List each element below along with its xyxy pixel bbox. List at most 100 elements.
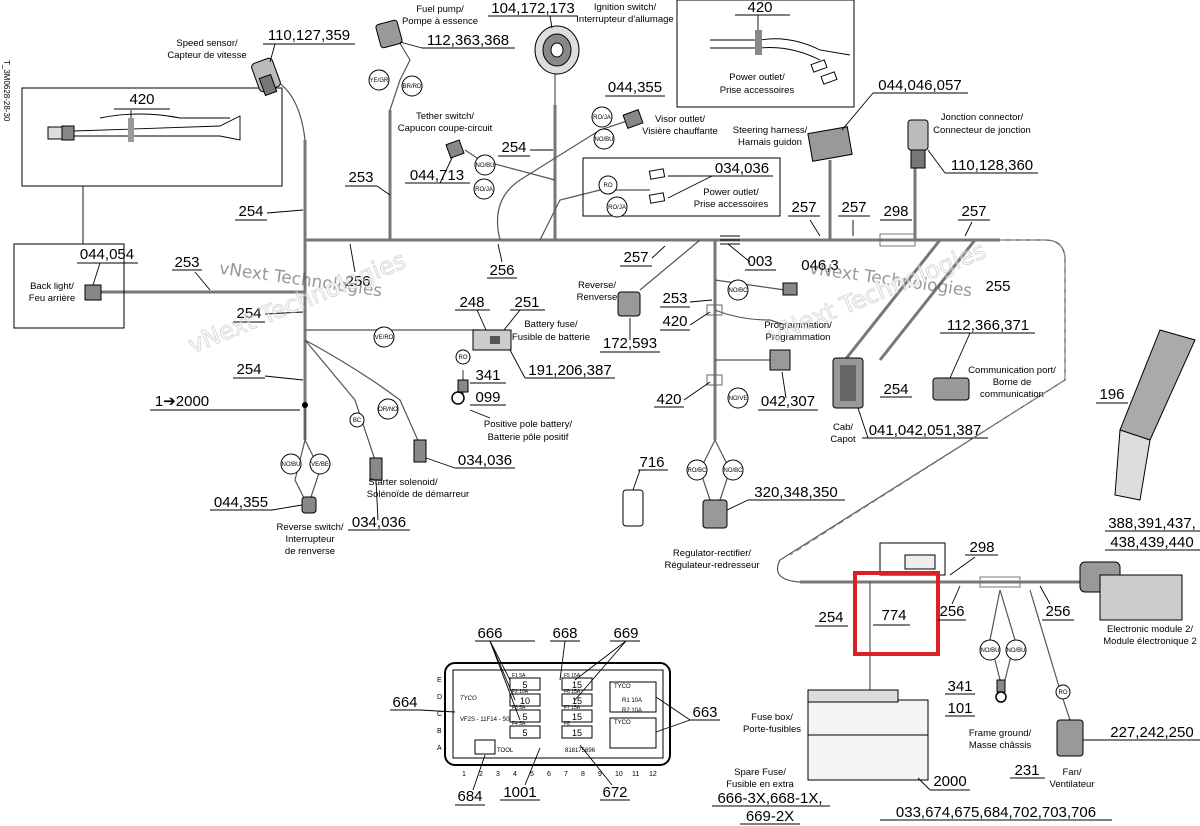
fuse-value: 15: [572, 728, 582, 738]
cab-connector: Cab/ Capot 041,042,051,387: [830, 357, 988, 445]
svg-text:666: 666: [477, 625, 502, 642]
svg-text:Interrupteur d'allumage: Interrupteur d'allumage: [576, 14, 673, 25]
svg-text:Ventilateur: Ventilateur: [1050, 779, 1095, 790]
fuse-slot: F2 10A: [512, 689, 529, 695]
reverse-switch: NO/BU VE/BE 044,355 Reverse switch/ Inte…: [210, 453, 344, 557]
svg-text:Programmation/: Programmation/: [764, 320, 832, 331]
fuse-col-label: 5: [530, 771, 534, 778]
fuse-774-area: 774: [853, 542, 946, 656]
svg-text:RO/BC: RO/BC: [687, 468, 707, 474]
svg-text:Spare Fuse/: Spare Fuse/: [734, 767, 786, 778]
svg-text:104,172,173: 104,172,173: [491, 0, 574, 17]
svg-text:Programmation: Programmation: [766, 332, 831, 343]
svg-text:254: 254: [883, 381, 908, 398]
fuse-value: 10: [520, 696, 530, 706]
svg-text:420: 420: [662, 313, 687, 330]
svg-text:Module électronique 2: Module électronique 2: [1103, 636, 1196, 647]
fuse-slot: F7 15A: [564, 705, 581, 711]
fuse-value: 15: [572, 680, 582, 690]
fuel-pump: Fuel pump/ Pompe à essence 112,363,368 Y…: [368, 4, 515, 97]
fuse-slot: F1 5A: [512, 673, 526, 679]
ref-420-detail: 420: [129, 91, 154, 108]
svg-text:Régulateur-redresseur: Régulateur-redresseur: [664, 560, 759, 571]
svg-text:Harnais guidon: Harnais guidon: [738, 137, 802, 148]
power-outlet-box: 034,036 Power outlet/ Prise accessoires …: [598, 160, 773, 218]
svg-text:OR/NO: OR/NO: [378, 407, 398, 413]
svg-text:034,036: 034,036: [458, 452, 512, 469]
battery-fuse: 248 251 Battery fuse/ Fusible de batteri…: [373, 294, 615, 379]
svg-text:Feu arrière: Feu arrière: [29, 293, 75, 304]
svg-text:Batterie pôle positif: Batterie pôle positif: [488, 432, 569, 443]
svg-text:Masse châssis: Masse châssis: [969, 740, 1032, 751]
starter-solenoid: BC OR/NO Starter solenoid/ Solénoïde de …: [348, 398, 515, 531]
svg-text:YE/GR: YE/GR: [370, 78, 389, 84]
svg-text:RO/JA: RO/JA: [475, 187, 493, 193]
fuse-value: 15: [572, 696, 582, 706]
svg-text:Interrupteur: Interrupteur: [285, 534, 334, 545]
svg-text:Visor outlet/: Visor outlet/: [655, 114, 705, 125]
svg-text:RO: RO: [1059, 690, 1068, 696]
dashed-boundary: [789, 239, 1066, 556]
svg-text:Battery fuse/: Battery fuse/: [524, 319, 578, 330]
svg-text:046,3: 046,3: [801, 257, 839, 274]
fuse-cell: [509, 693, 541, 707]
highlight-774: [853, 571, 940, 656]
svg-text:256: 256: [1045, 603, 1070, 620]
svg-text:033,674,675,684,702,703,706: 033,674,675,684,702,703,706: [896, 804, 1096, 821]
svg-text:Connecteur de jonction: Connecteur de jonction: [933, 125, 1031, 136]
svg-text:101: 101: [947, 700, 972, 717]
svg-text:044,355: 044,355: [608, 79, 662, 96]
component-716: 716: [622, 454, 668, 527]
svg-text:Fuse box/: Fuse box/: [751, 712, 793, 723]
svg-text:TYCO: TYCO: [614, 684, 631, 690]
svg-text:TOOL: TOOL: [497, 748, 514, 754]
svg-text:TYCO: TYCO: [614, 720, 631, 726]
svg-text:Power outlet/: Power outlet/: [729, 72, 785, 83]
relay-label: R2 10A: [622, 708, 642, 714]
svg-text:1001: 1001: [503, 784, 536, 801]
svg-text:Fusible de batterie: Fusible de batterie: [512, 332, 590, 343]
svg-text:BR/RD: BR/RD: [403, 84, 422, 90]
svg-text:NO/BU: NO/BU: [1006, 648, 1025, 654]
svg-text:420: 420: [747, 0, 772, 16]
svg-text:NO/BU: NO/BU: [281, 462, 300, 468]
svg-text:672: 672: [602, 784, 627, 801]
svg-text:Capteur de vitesse: Capteur de vitesse: [167, 50, 246, 61]
fuse-col-label: 10: [615, 771, 623, 778]
svg-text:Back light/: Back light/: [30, 281, 74, 292]
svg-text:254: 254: [501, 139, 526, 156]
svg-text:669-2X: 669-2X: [746, 808, 794, 825]
svg-text:de renverse: de renverse: [285, 546, 335, 557]
fuse-slot: F3 5A: [512, 705, 526, 711]
svg-text:NO/BU: NO/BU: [980, 648, 999, 654]
svg-text:254: 254: [236, 305, 261, 322]
ref-774: 774: [881, 607, 906, 624]
svg-text:256: 256: [489, 262, 514, 279]
svg-text:044,046,057: 044,046,057: [878, 77, 961, 94]
svg-text:Speed sensor/: Speed sensor/: [176, 38, 238, 49]
svg-text:Positive pole battery/: Positive pole battery/: [484, 419, 573, 430]
svg-text:664: 664: [392, 694, 417, 711]
fuse-value: 5: [522, 712, 527, 722]
fuse-col-label: 1: [462, 771, 466, 778]
svg-text:191,206,387: 191,206,387: [528, 362, 611, 379]
svg-text:Fan/: Fan/: [1062, 767, 1081, 778]
svg-text:420: 420: [656, 391, 681, 408]
svg-text:256: 256: [939, 603, 964, 620]
svg-text:669: 669: [613, 625, 638, 642]
junction-connector: Jonction connector/ Connecteur de joncti…: [907, 112, 1038, 174]
positive-pole: 341 099 Positive pole battery/ Batterie …: [451, 367, 573, 443]
svg-text:NO/VE: NO/VE: [729, 396, 748, 402]
svg-text:196: 196: [1099, 386, 1124, 403]
svg-text:Jonction connector/: Jonction connector/: [941, 112, 1024, 123]
svg-text:663: 663: [692, 704, 717, 721]
svg-text:255: 255: [985, 278, 1010, 295]
fuse-row-label: B: [437, 728, 442, 735]
svg-text:716: 716: [639, 454, 664, 471]
svg-text:Prise accessoires: Prise accessoires: [720, 85, 795, 96]
svg-text:044,355: 044,355: [214, 494, 268, 511]
fuse-col-label: 6: [547, 771, 551, 778]
box-top-left-detail: [21, 87, 283, 187]
fuse-col-label: 8: [581, 771, 585, 778]
svg-text:254: 254: [238, 203, 263, 220]
